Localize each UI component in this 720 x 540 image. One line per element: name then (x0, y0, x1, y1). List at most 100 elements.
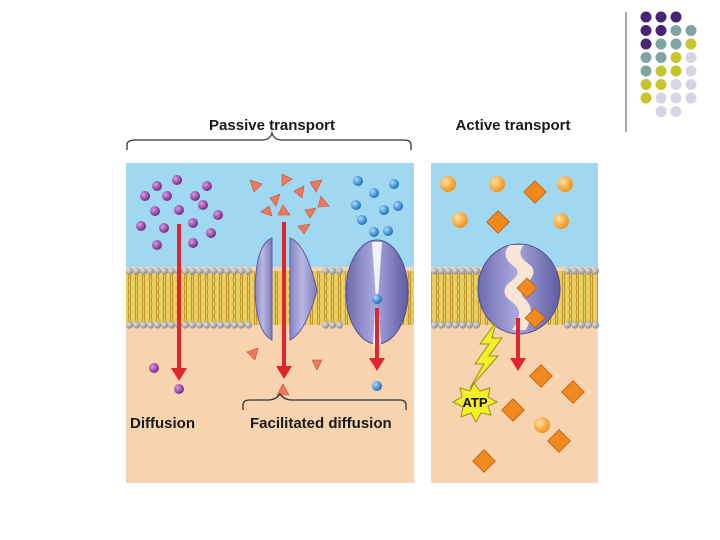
active-solute-diamond (523, 180, 547, 204)
channel-solute (393, 201, 403, 211)
decorative-dot (685, 25, 697, 36)
phospholipid-head (223, 321, 232, 329)
phospholipid-head (321, 321, 330, 329)
phospholipid-head (335, 267, 344, 275)
phospholipid-head (216, 267, 225, 275)
phospholipid-head (328, 267, 337, 275)
channel-solute (369, 227, 379, 237)
phospholipid-head (181, 321, 190, 329)
phospholipid-head (335, 321, 344, 329)
decorative-dot (670, 52, 682, 63)
phospholipid-head (160, 267, 169, 275)
active-solute-diamond (524, 307, 546, 329)
decorative-dot-grid (640, 11, 697, 117)
diffusion-solute (140, 191, 150, 201)
phospholipid-head (139, 267, 148, 275)
active-solute-diamond (547, 429, 571, 453)
phospholipid-head (244, 267, 253, 275)
active-solute-diamond (486, 210, 510, 234)
channel-solute (372, 294, 382, 304)
active-solute-sphere (452, 212, 468, 228)
phospholipid-head (437, 321, 446, 329)
decorative-dot (670, 38, 682, 50)
transport-arrows (171, 222, 526, 381)
phospholipid-head (181, 267, 190, 275)
channel-solute (372, 381, 382, 391)
channel-solute (369, 188, 379, 198)
active-solute-diamond (472, 449, 496, 473)
active-solute-diamond (561, 380, 585, 404)
lightning-icon (469, 321, 503, 389)
decorative-dot (655, 106, 667, 117)
phospholipid-head (209, 267, 218, 275)
active-solute-sphere (489, 176, 505, 192)
phospholipid-head (202, 321, 211, 329)
phospholipid-head (577, 267, 586, 275)
active-solute-diamond (501, 398, 525, 422)
phospholipid-head (195, 321, 204, 329)
phospholipid-head (577, 321, 586, 329)
facilitated-solute (311, 359, 323, 371)
phospholipid-head (153, 321, 162, 329)
diffusion-solute (150, 206, 160, 216)
diffusion-solute (198, 200, 208, 210)
channel-solute (389, 179, 399, 189)
decorative-dot (685, 65, 697, 77)
decorative-dot (655, 65, 667, 77)
atp-label: ATP (462, 395, 487, 410)
phospholipid-head (591, 321, 600, 329)
phospholipid-head (237, 267, 246, 275)
decorative-dot (670, 79, 682, 90)
decorative-dot (655, 25, 667, 36)
channel-solute (353, 176, 363, 186)
decorative-dot (640, 25, 652, 36)
decorative-dot (685, 38, 697, 50)
phospholipid-head (328, 321, 337, 329)
facilitated-solute-group (246, 173, 330, 396)
active-solute-sphere (534, 417, 550, 433)
facilitated-solute (281, 173, 293, 187)
phospholipid-head (584, 267, 593, 275)
phospholipid-head (188, 267, 197, 275)
decorative-dot (685, 92, 697, 104)
phospholipid-head (570, 267, 579, 275)
decorative-dot (670, 65, 682, 77)
active-solute-group (440, 176, 585, 473)
phospholipid-head (563, 321, 572, 329)
facilitated-solute (249, 179, 263, 193)
phospholipid-head (458, 321, 467, 329)
diffusion-solute (202, 181, 212, 191)
decorative-dot (670, 25, 682, 36)
diffusion-solute (188, 238, 198, 248)
phospholipid-head (237, 321, 246, 329)
phospholipid-head (472, 267, 481, 275)
active-solute-sphere (553, 213, 569, 229)
active-solute-diamond (529, 364, 553, 388)
phospholipid-head (195, 267, 204, 275)
facilitated-arrow (276, 222, 292, 379)
active-arrow (510, 318, 526, 371)
facilitated-solute (293, 185, 305, 199)
phospholipid-head (230, 267, 239, 275)
diffusion-solute (152, 240, 162, 250)
active-solute-sphere (440, 176, 456, 192)
phospholipid-head (146, 267, 155, 275)
decorative-dot (655, 79, 667, 90)
phospholipid-head (216, 321, 225, 329)
channel-solute-group (351, 176, 403, 391)
decorative-dot (655, 92, 667, 104)
diffusion-solute (174, 205, 184, 215)
phospholipid-head (202, 267, 211, 275)
phospholipid-head (563, 267, 572, 275)
phospholipid-head (167, 321, 176, 329)
phospholipid-head (451, 321, 460, 329)
diffusion-solute (190, 191, 200, 201)
phospholipid-head (139, 321, 148, 329)
diffusion-solute (188, 218, 198, 228)
channel-solute (357, 215, 367, 225)
phospholipid-head (430, 321, 439, 329)
phospholipid-head (244, 321, 253, 329)
phospholipid-head (132, 321, 141, 329)
facilitated-solute (276, 383, 290, 396)
